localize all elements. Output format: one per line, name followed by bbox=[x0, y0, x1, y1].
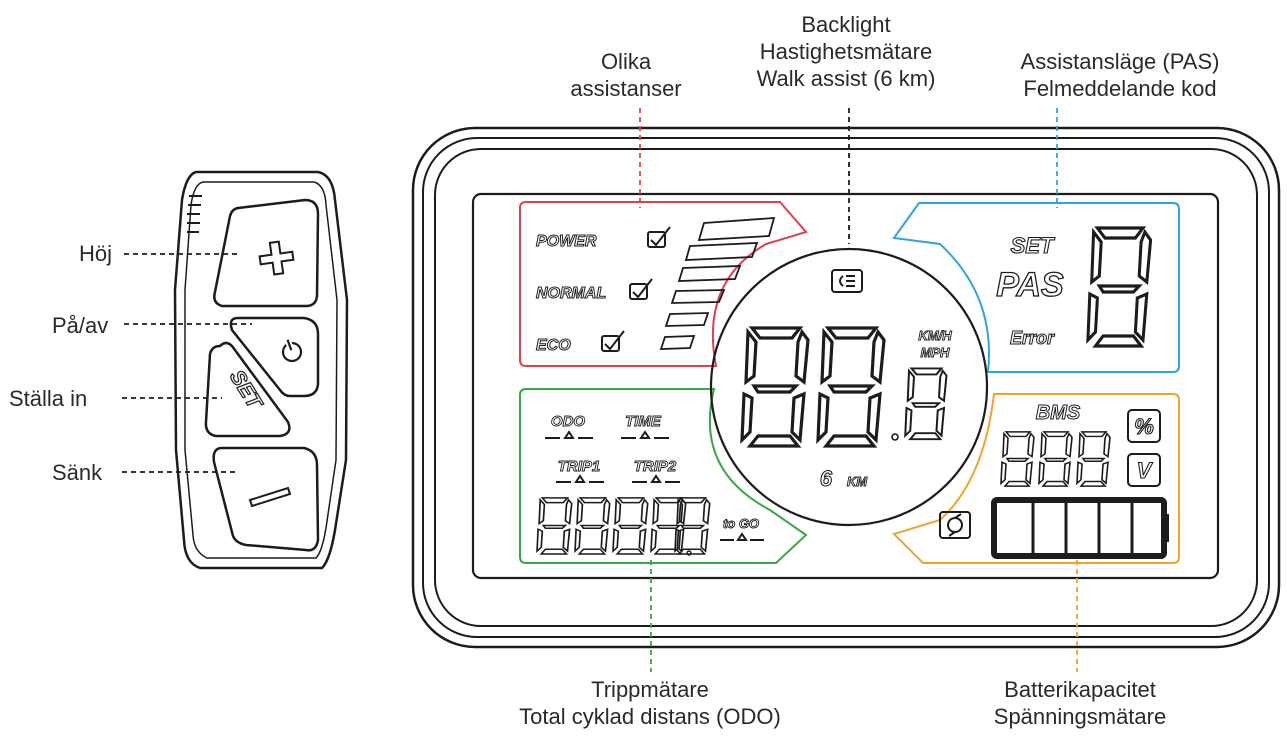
zone-trip bbox=[519, 388, 808, 564]
label-togo: to GO bbox=[723, 516, 759, 531]
trip-labels: ODO TIME TRIP1 TRIP2 to GO bbox=[550, 413, 759, 532]
mode-power: POWER bbox=[536, 233, 597, 250]
zone-assist-modes bbox=[519, 201, 808, 367]
callout-battery-line1: Batterikapacitet bbox=[1004, 677, 1156, 702]
label-stalla-in: Ställa in bbox=[9, 386, 88, 411]
percent-icon: % bbox=[1127, 409, 1161, 443]
bms-digits bbox=[1000, 431, 1111, 487]
display-housing bbox=[411, 126, 1281, 649]
callout-trip-line2: Total cyklad distans (ODO) bbox=[519, 704, 781, 729]
trip-selector-marks bbox=[545, 430, 764, 541]
bms-digit-2 bbox=[1038, 431, 1073, 487]
speed-digit-1 bbox=[740, 326, 810, 448]
speed-digit-decimal bbox=[904, 367, 948, 441]
bms-indicator: BMS bbox=[1036, 402, 1081, 424]
checkbox-eco-icon bbox=[601, 330, 625, 352]
label-odo: ODO bbox=[551, 413, 586, 430]
callout-speed-line1: Backlight bbox=[801, 12, 891, 37]
minus-icon bbox=[248, 486, 292, 508]
assist-level-bars bbox=[659, 217, 776, 350]
mode-checkboxes bbox=[601, 226, 671, 352]
speed-digit-2 bbox=[816, 326, 886, 448]
callout-pas-line2: Felmeddelande kod bbox=[1023, 76, 1217, 101]
odo-digit-1 bbox=[536, 497, 573, 555]
pas-indicator: PAS bbox=[996, 266, 1064, 304]
callout-assist-modes-line2: assistanser bbox=[570, 76, 682, 101]
label-time: TIME bbox=[625, 413, 662, 430]
callout-speed-center: Backlight Hastighetsmätare Walk assist (… bbox=[715, 11, 977, 92]
label-trip1: TRIP1 bbox=[558, 458, 601, 475]
set-indicator: SET bbox=[1011, 233, 1055, 258]
vent-slits-icon bbox=[187, 195, 202, 233]
bms-digit-1 bbox=[1000, 431, 1035, 487]
callout-pas-error: Assistansläge (PAS) Felmeddelande kod bbox=[980, 48, 1260, 102]
callout-leaders bbox=[639, 108, 1078, 672]
label-hoj: Höj bbox=[79, 241, 113, 266]
speed-digits bbox=[740, 326, 948, 448]
percent-label: % bbox=[1134, 414, 1154, 439]
mode-eco: ECO bbox=[536, 337, 571, 354]
callout-trip-line1: Trippmätare bbox=[591, 677, 709, 702]
callout-pas-line1: Assistansläge (PAS) bbox=[1020, 49, 1220, 74]
label-pa-av: På/av bbox=[52, 313, 109, 338]
battery-gauge bbox=[991, 497, 1169, 559]
label-trip2: TRIP2 bbox=[634, 458, 677, 475]
callout-battery: Batterikapacitet Spänningsmätare bbox=[950, 676, 1210, 730]
checkbox-power-icon bbox=[647, 226, 671, 248]
callout-trip-odo: Trippmätare Total cyklad distans (ODO) bbox=[480, 676, 820, 730]
bms-digit-3 bbox=[1076, 431, 1111, 487]
zone-battery bbox=[892, 393, 1180, 564]
button-plus[interactable] bbox=[213, 198, 320, 308]
handlebar-controller: SET bbox=[173, 170, 349, 570]
pas-level-digit bbox=[1086, 226, 1153, 348]
odo-digit-4 bbox=[650, 497, 687, 555]
mode-normal: NORMAL bbox=[536, 285, 606, 302]
mode-list: POWER NORMAL ECO bbox=[536, 233, 607, 355]
odometer-digits bbox=[536, 497, 711, 556]
walk-assist-value: 6 bbox=[820, 466, 833, 491]
backlight-icon bbox=[831, 269, 863, 293]
button-minus[interactable] bbox=[212, 446, 320, 552]
plus-icon bbox=[258, 240, 295, 276]
error-indicator: Error bbox=[1010, 328, 1055, 348]
callout-speed-line3: Walk assist (6 km) bbox=[756, 66, 936, 91]
callout-assist-modes: Olika assistanser bbox=[536, 48, 716, 102]
odo-digit-2 bbox=[574, 497, 611, 555]
speedometer-ring bbox=[709, 247, 989, 527]
button-power[interactable] bbox=[229, 316, 320, 398]
callout-battery-line2: Spänningsmätare bbox=[993, 704, 1167, 729]
controller-leaders bbox=[122, 253, 252, 473]
unit-mph: MPH bbox=[921, 345, 951, 360]
unit-kmh: KM/H bbox=[918, 328, 952, 343]
volt-icon: V bbox=[1127, 453, 1161, 487]
speed-decimal-point bbox=[891, 433, 899, 441]
callout-speed-line2: Hastighetsmätare bbox=[759, 39, 933, 64]
button-set[interactable]: SET bbox=[204, 341, 291, 438]
label-sank: Sänk bbox=[52, 460, 103, 485]
walk-assist-unit: KM bbox=[847, 474, 868, 489]
volt-label: V bbox=[1137, 458, 1154, 483]
battery-cycle-icon bbox=[939, 511, 971, 539]
callout-assist-modes-line1: Olika bbox=[600, 49, 652, 74]
checkbox-normal-icon bbox=[629, 278, 653, 300]
power-icon bbox=[281, 337, 303, 363]
zone-pas bbox=[892, 202, 1180, 373]
odo-digit-3 bbox=[612, 497, 649, 555]
